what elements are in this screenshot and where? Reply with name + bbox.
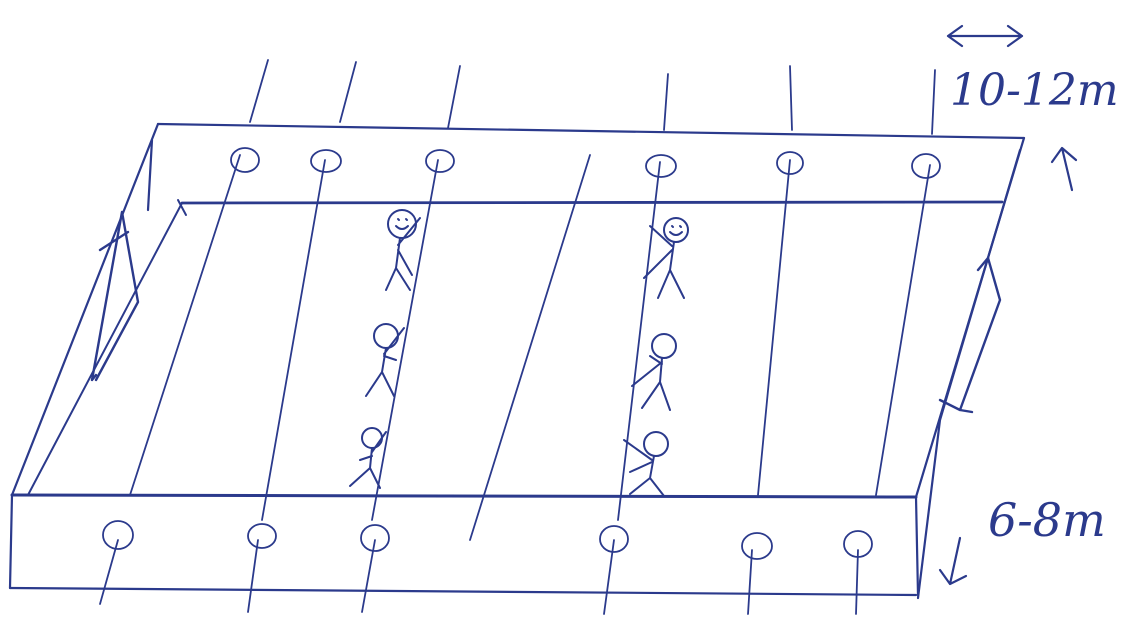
front-post-stick-2	[248, 540, 258, 612]
front-post-stick-3	[362, 540, 375, 612]
field-box	[10, 124, 1024, 598]
lane-line-4	[470, 155, 590, 540]
depth-annotation: 6-8m	[940, 148, 1106, 584]
back-post-stick-5	[790, 66, 792, 130]
front-bottom-edge	[10, 588, 916, 595]
back-post-stick-1	[250, 60, 268, 122]
lane-line-1	[130, 155, 240, 495]
inner-field	[28, 200, 1002, 495]
stick-figure	[366, 324, 404, 396]
front-post-1	[103, 521, 133, 549]
double-headed-arrow-icon	[948, 26, 1022, 46]
depth-label: 6-8m	[988, 493, 1106, 547]
front-left-side	[10, 495, 12, 588]
stick-figure	[644, 218, 688, 298]
front-post-stick-1	[100, 540, 118, 604]
back-post-stick-6	[932, 70, 935, 134]
front-post-stick-5	[748, 550, 752, 614]
front-right-side	[916, 497, 918, 595]
stick-figure	[386, 210, 420, 290]
inner-back-line	[182, 202, 1002, 203]
lane-line-2	[262, 160, 325, 520]
players-right	[624, 218, 688, 496]
field-lanes	[130, 155, 930, 540]
front-post-2	[248, 524, 276, 548]
lane-line-6	[758, 160, 790, 495]
back-post-stick-2	[340, 62, 356, 122]
lane-line-3	[372, 160, 438, 520]
width-annotation: 10-12m	[948, 26, 1119, 116]
back-post-3	[426, 150, 454, 172]
back-post-stick-4	[664, 74, 668, 130]
front-posts	[100, 521, 872, 614]
stick-figure	[624, 432, 668, 496]
front-top-edge	[12, 495, 916, 497]
left-edge	[12, 124, 158, 495]
front-post-5	[742, 533, 772, 559]
lane-line-7	[876, 165, 930, 495]
front-post-4	[600, 526, 628, 552]
back-post-6	[912, 154, 940, 178]
stick-figure	[350, 428, 386, 488]
back-posts	[231, 60, 940, 178]
back-edge	[158, 124, 1024, 138]
left-goal	[92, 212, 138, 380]
up-arrow-icon	[1052, 148, 1076, 190]
front-post-stick-6	[856, 550, 858, 614]
back-post-1	[231, 148, 259, 172]
back-post-4	[646, 155, 676, 177]
front-post-3	[361, 525, 389, 551]
width-label: 10-12m	[950, 65, 1119, 116]
back-post-stick-3	[448, 66, 460, 128]
back-post-2	[311, 150, 341, 172]
down-arrow-icon	[940, 538, 966, 584]
